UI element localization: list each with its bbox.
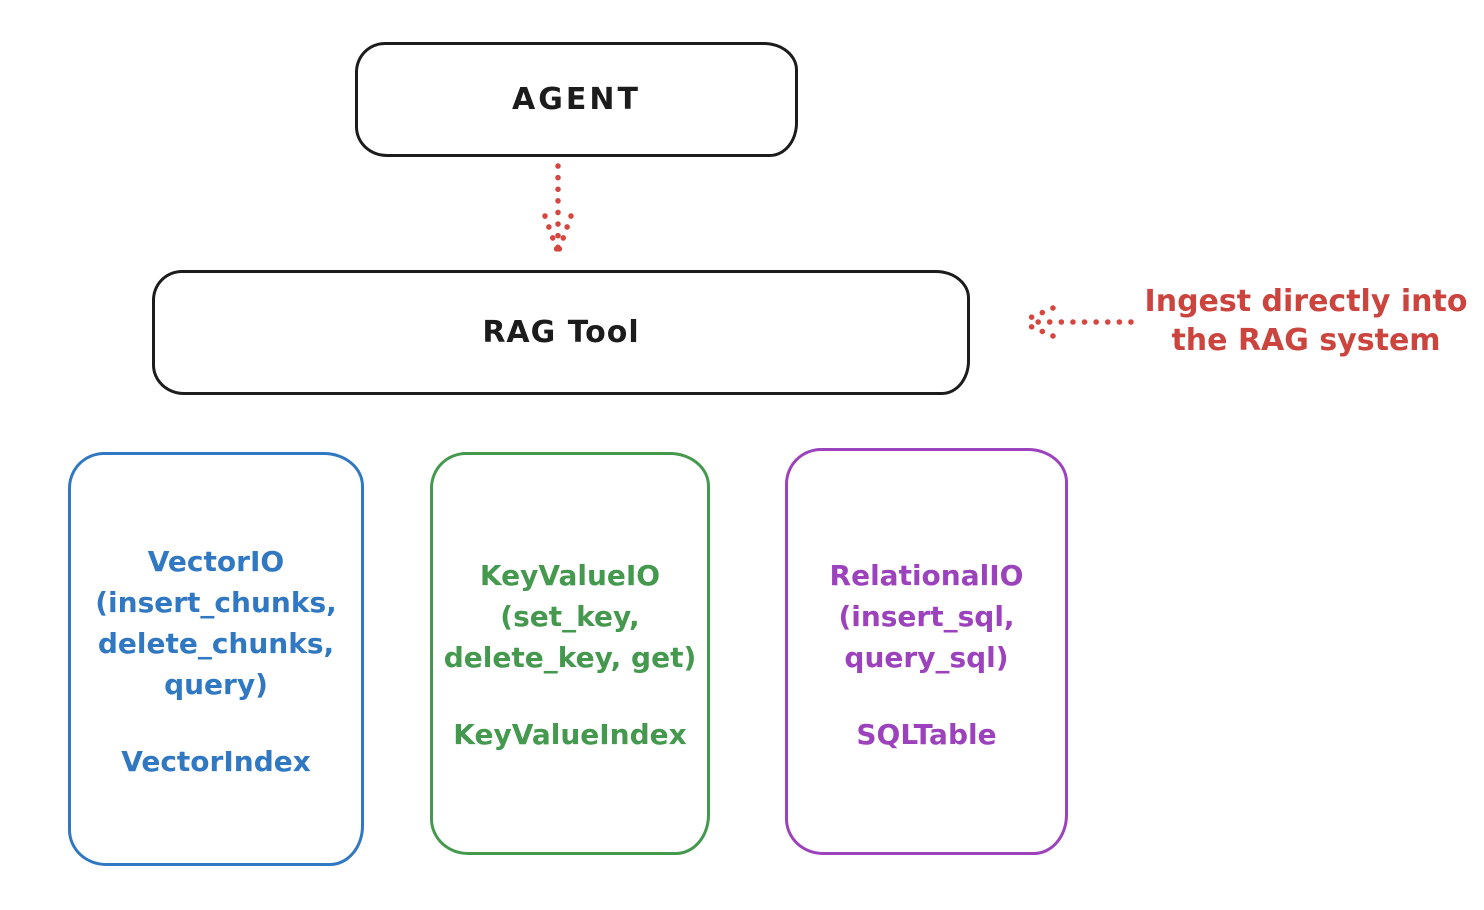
keyvalue-index-label: KeyValueIndex: [453, 718, 687, 751]
ingest-annotation-line2: the RAG system: [1171, 323, 1441, 358]
ingest-annotation-line1: Ingest directly into: [1144, 284, 1468, 319]
keyvalue-io-title-line: KeyValueIO: [479, 559, 661, 592]
sqltable-label: SQLTable: [856, 718, 997, 751]
agent-label: AGENT: [512, 82, 641, 117]
relational-io-box: RelationalIO (insert_sql, query_sql) SQL…: [785, 448, 1068, 855]
relational-io-title-line: query_sql): [844, 641, 1009, 674]
vector-io-title-line: delete_chunks,: [97, 627, 335, 660]
dotted-arrow-down-icon: [542, 163, 574, 255]
vector-io-box: VectorIO (insert_chunks, delete_chunks, …: [68, 452, 364, 866]
relational-io-title-line: RelationalIO: [829, 559, 1024, 592]
keyvalue-io-title-line: delete_key, get): [443, 641, 697, 674]
vector-io-title-line: query): [164, 668, 268, 701]
dotted-arrow-left-icon: [1022, 305, 1134, 339]
keyvalue-io-box: KeyValueIO (set_key, delete_key, get) Ke…: [430, 452, 710, 855]
rag-tool-box: RAG Tool: [152, 270, 970, 395]
vector-index-label: VectorIndex: [121, 745, 311, 778]
rag-tool-label: RAG Tool: [482, 315, 640, 350]
relational-io-title-line: (insert_sql,: [838, 600, 1015, 633]
agent-box: AGENT: [355, 42, 798, 157]
vector-io-title-line: VectorIO: [147, 545, 285, 578]
keyvalue-io-title-line: (set_key,: [500, 600, 640, 633]
vector-io-title-line: (insert_chunks,: [95, 586, 337, 619]
ingest-annotation: Ingest directly into the RAG system: [1138, 282, 1474, 360]
